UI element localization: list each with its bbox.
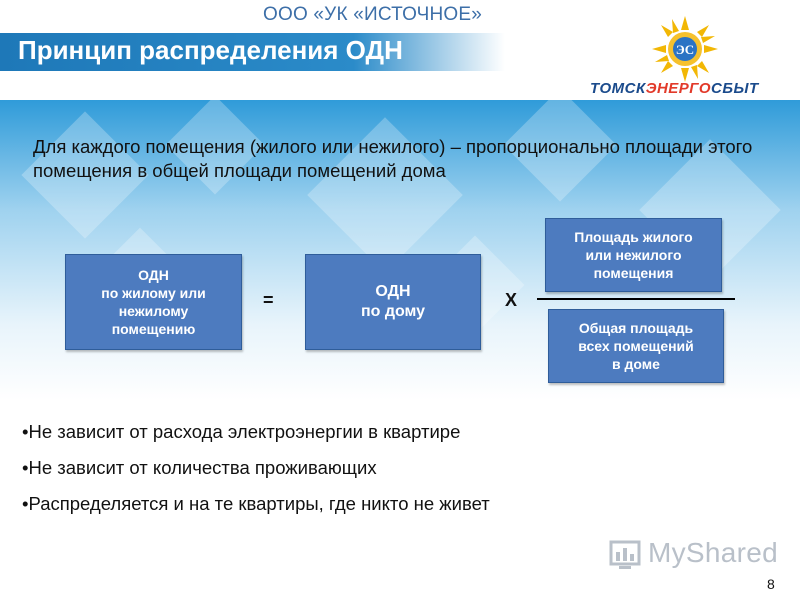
company-logo-text: ТОМСКЭНЕРГОСБЫТ [590, 80, 759, 97]
fraction-line [537, 298, 735, 300]
slide-title: Принцип распределения ОДН [18, 35, 403, 65]
watermark-icon [609, 540, 641, 569]
watermark-text: MyShared [648, 537, 779, 568]
intro-text: Для каждого помещения (жилого или нежило… [33, 136, 753, 181]
multiply-sign: Х [505, 290, 518, 310]
equals-sign: = [263, 290, 274, 310]
svg-text:ЭС: ЭС [676, 42, 694, 57]
company-name: ООО «УК «ИСТОЧНОЕ» [263, 4, 483, 25]
bullet-item: •Не зависит от количества проживающих [22, 457, 377, 478]
bullet-item: •Распределяется и на те квартиры, где ни… [22, 493, 490, 514]
bullet-item: •Не зависит от расхода электроэнергии в … [22, 421, 461, 442]
odn-per-house-box: ОДН по дому [305, 254, 481, 350]
bullet-list: •Не зависит от расхода электроэнергии в … [22, 420, 490, 528]
odn-per-premise-box: ОДН по жилому или нежилому помещению [65, 254, 242, 350]
denominator-box: Общая площадь всех помещений в доме [548, 309, 724, 383]
title-bar [0, 33, 505, 71]
sun-logo-icon: ЭС [652, 16, 718, 82]
numerator-box: Площадь жилого или нежилого помещения [545, 218, 722, 292]
page-number: 8 [767, 576, 775, 592]
